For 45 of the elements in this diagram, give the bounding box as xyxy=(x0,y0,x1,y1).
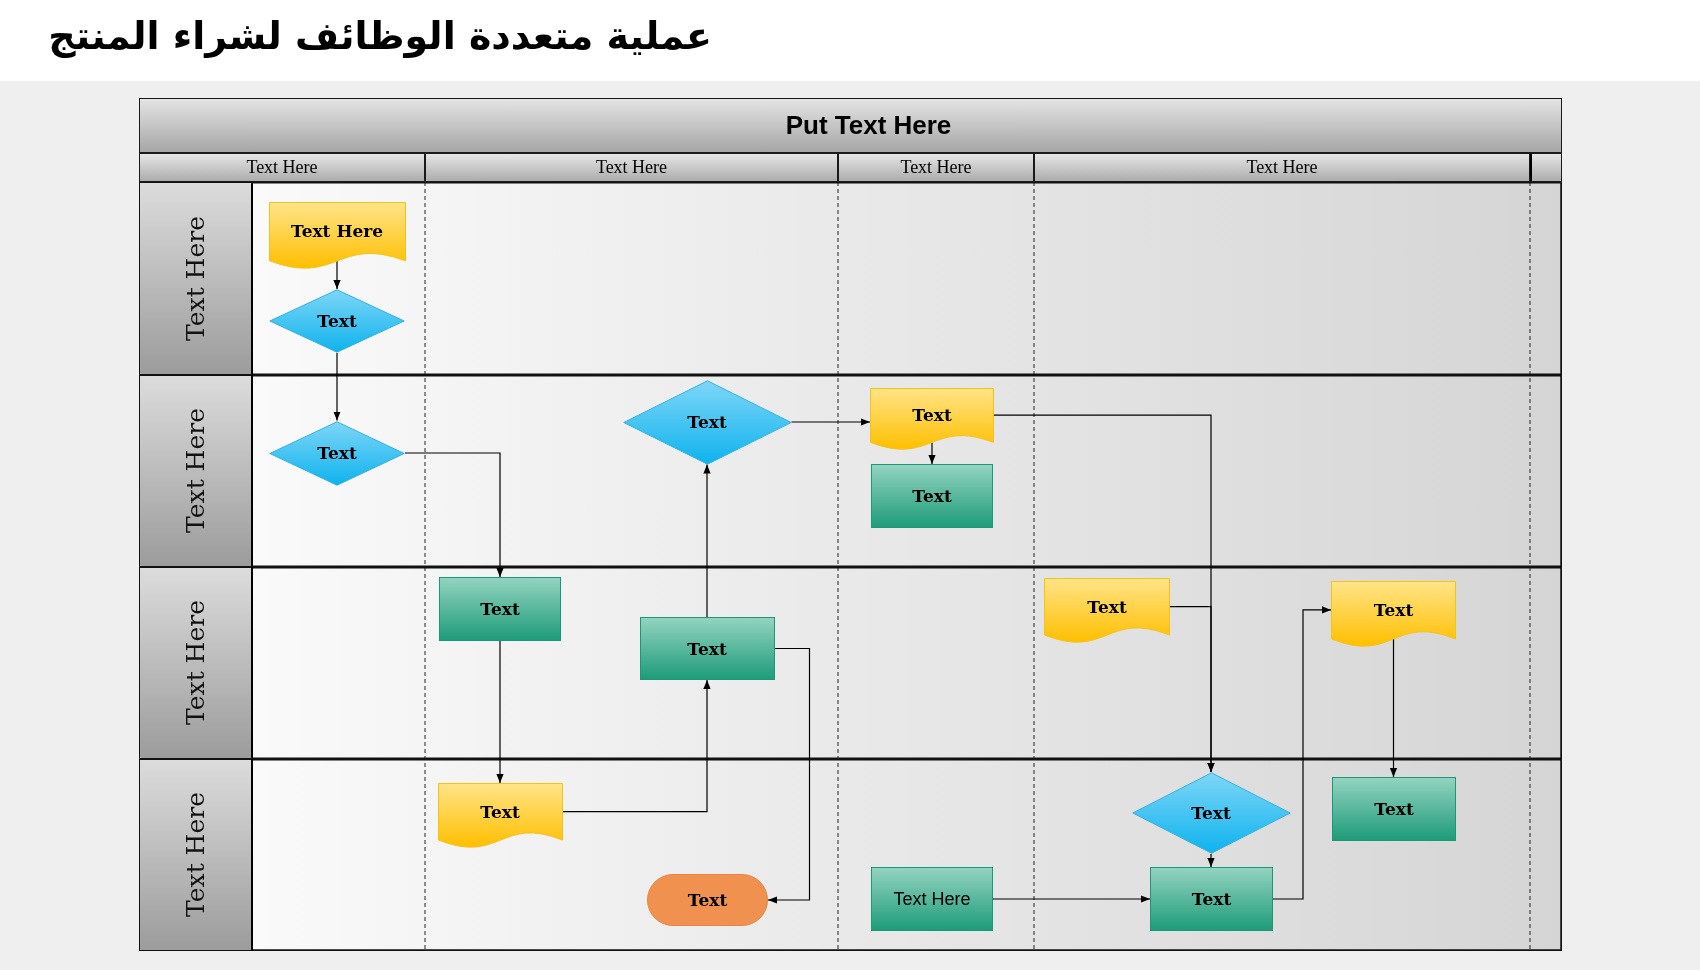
swimlane xyxy=(139,567,1562,759)
process-box: Text xyxy=(1332,777,1456,841)
process-box: Text Here xyxy=(871,867,993,931)
document-shape: Text xyxy=(437,783,563,848)
arrow xyxy=(1207,853,1215,868)
lane-label: Text Here xyxy=(139,759,253,951)
arrow xyxy=(790,418,871,426)
arrow xyxy=(928,441,936,465)
arrow xyxy=(496,640,504,784)
swimlane xyxy=(139,182,1562,375)
arrow xyxy=(767,647,811,904)
process-box: Text xyxy=(1150,867,1273,931)
decision-diamond: Text xyxy=(622,379,792,465)
arrow xyxy=(333,352,341,422)
pool-frame xyxy=(139,98,1562,951)
arrow xyxy=(992,895,1151,903)
arrow xyxy=(1169,605,1215,773)
process-box: Text xyxy=(639,617,775,680)
swimlane xyxy=(139,759,1562,951)
column-header: Text Here xyxy=(1034,153,1530,182)
column-header: Text Here xyxy=(425,153,838,182)
header-band: Put Text Here xyxy=(139,98,1562,153)
arrow xyxy=(1272,606,1332,900)
document-shape: Text xyxy=(1044,578,1170,643)
arrow xyxy=(1389,638,1398,778)
swimlane xyxy=(139,375,1562,567)
lane-label: Text Here xyxy=(139,182,253,375)
arrow xyxy=(703,463,711,618)
arrow xyxy=(404,452,504,578)
arrow xyxy=(561,679,711,813)
document-shape: Text Here xyxy=(268,202,406,269)
process-box: Text xyxy=(871,464,993,528)
title: عملية متعددة الوظائف لشراء المنتج xyxy=(48,13,712,60)
lane-label: Text Here xyxy=(139,567,253,759)
decision-diamond: Text xyxy=(269,289,405,353)
column-header: Text Here xyxy=(139,153,425,182)
decision-diamond: Text xyxy=(269,420,405,486)
arrow xyxy=(333,260,341,290)
process-box: Text xyxy=(439,577,561,641)
document-shape: Text xyxy=(870,388,994,450)
decision-diamond: Text xyxy=(1131,772,1291,854)
column-header: Text Here xyxy=(838,153,1034,182)
document-shape: Text xyxy=(1331,581,1456,647)
terminator-shape: Text xyxy=(647,874,768,926)
lane-label: Text Here xyxy=(139,375,253,567)
